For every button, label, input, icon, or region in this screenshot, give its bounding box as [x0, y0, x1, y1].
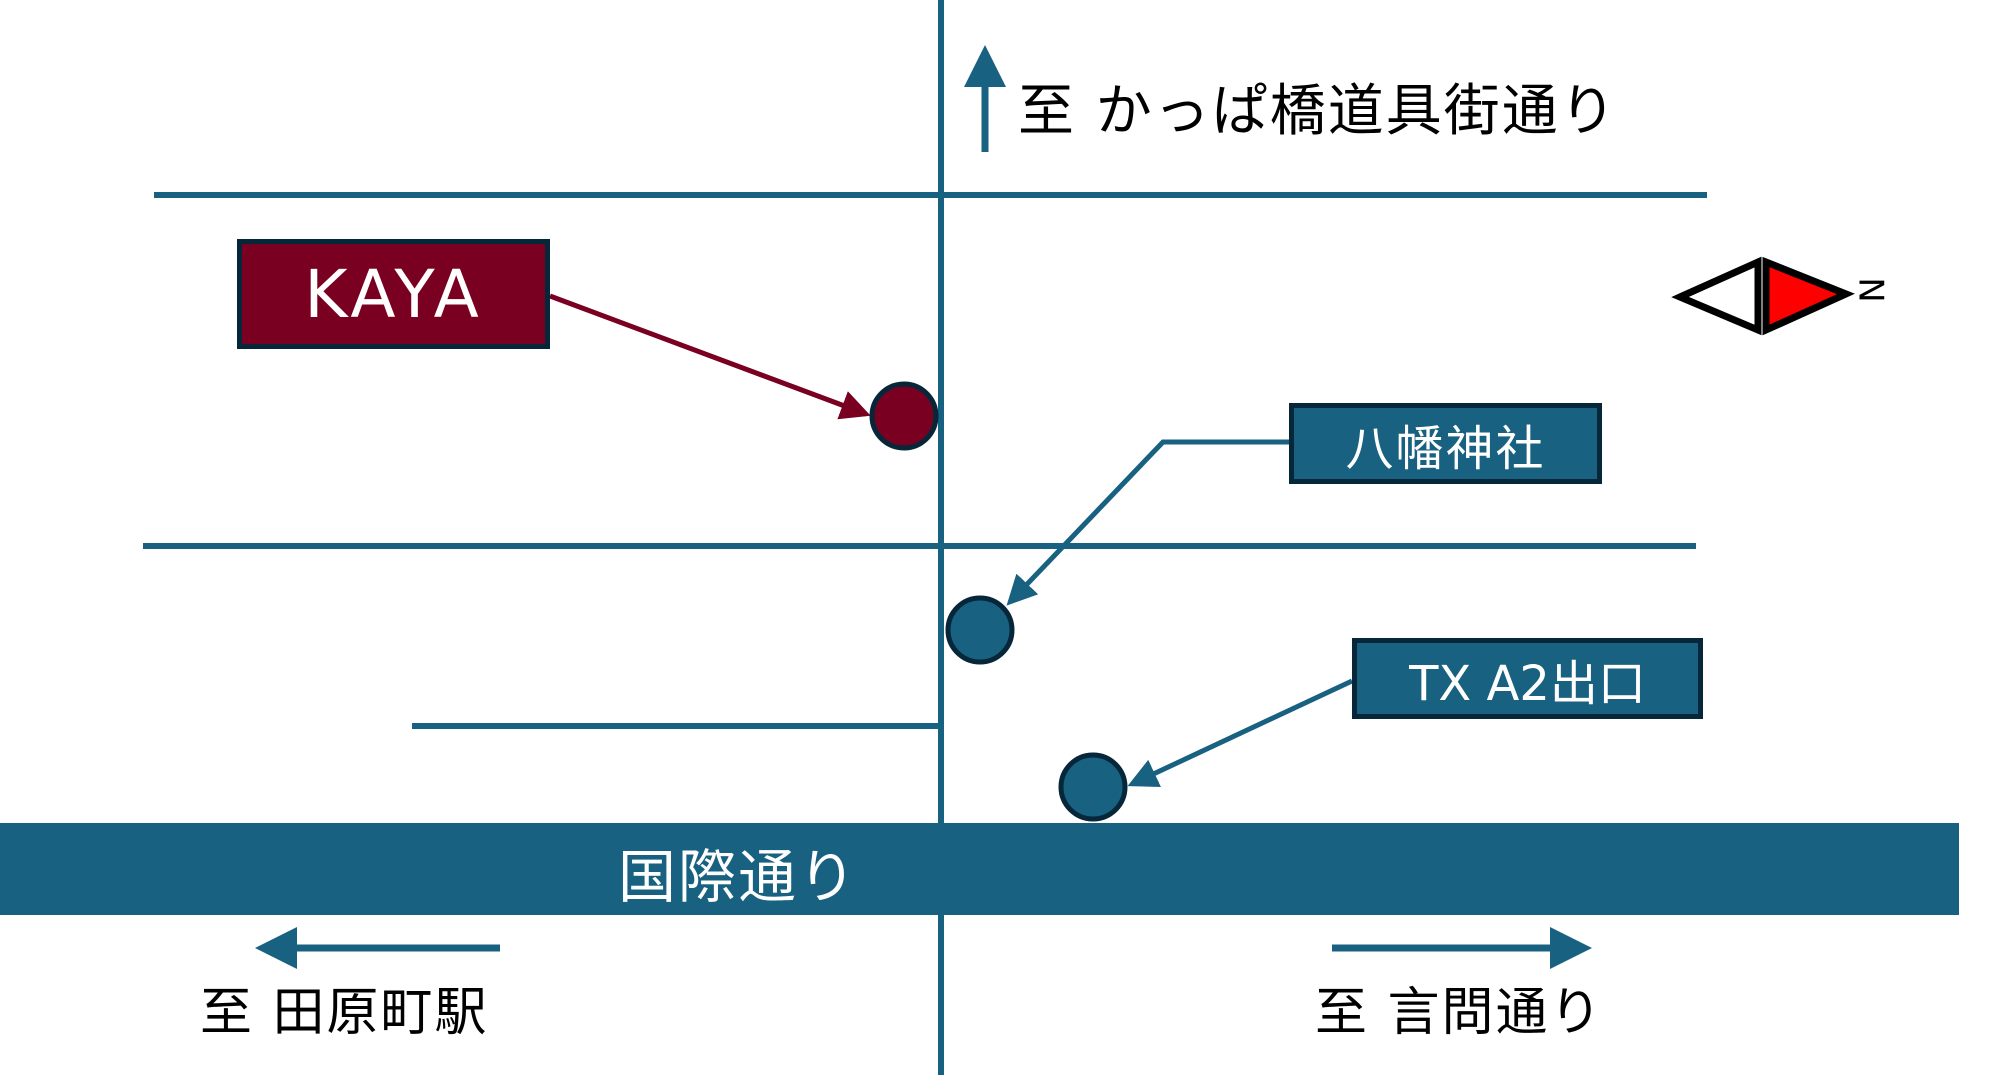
landmark-2-pointer-arrow	[1127, 678, 1354, 787]
compass-south-half	[1671, 256, 1762, 336]
compass-north-label: N	[1850, 277, 1891, 303]
compass-icon	[1671, 256, 1855, 336]
landmark-1-label[interactable]: 八幡神社	[1289, 403, 1602, 484]
landmark-1-marker-icon[interactable]	[945, 595, 1015, 665]
direction-left-label: 至 田原町駅	[200, 983, 489, 1043]
direction-up-label: 至 かっぱ橋道具街通り	[1018, 79, 1618, 144]
landmark-1-pointer-arrow	[1006, 439, 1289, 606]
direction-right-label: 至 言問通り	[1315, 983, 1604, 1043]
destination-label[interactable]: KAYA	[237, 239, 550, 349]
main-road-label: 国際通り	[618, 843, 859, 911]
landmark-2-label[interactable]: TX A2出口	[1352, 638, 1703, 719]
main-road	[0, 823, 1959, 915]
compass-north-half	[1762, 256, 1855, 336]
destination-marker-icon[interactable]	[869, 381, 939, 451]
landmark-2-marker-icon[interactable]	[1058, 752, 1128, 822]
destination-pointer-arrow	[549, 293, 871, 420]
